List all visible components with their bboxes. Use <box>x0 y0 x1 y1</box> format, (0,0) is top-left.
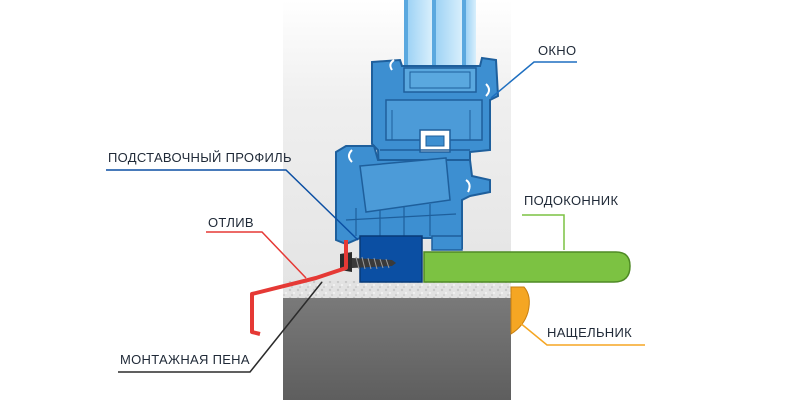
flashing-strip <box>510 286 530 335</box>
leader-foam <box>118 281 323 373</box>
mounting-foam-under-sill <box>420 281 511 287</box>
leader-flashing <box>518 321 645 346</box>
label-drip: ОТЛИВ <box>208 215 254 230</box>
glass-unit <box>404 0 476 70</box>
leader-support-profile <box>106 169 359 241</box>
window-sill-board <box>423 251 631 283</box>
label-sill: ПОДОКОННИК <box>524 193 619 208</box>
wall-block <box>283 296 511 400</box>
leader-sill <box>522 214 565 250</box>
label-window: ОКНО <box>538 43 577 58</box>
label-flashing: НАЩЕЛЬНИК <box>547 325 632 340</box>
leader-window <box>490 61 577 99</box>
leader-drip <box>206 231 307 279</box>
exterior-drip <box>250 240 348 336</box>
label-foam: МОНТАЖНАЯ ПЕНА <box>120 352 250 367</box>
label-support-profile: ПОДСТАВОЧНЫЙ ПРОФИЛЬ <box>108 150 292 165</box>
window-frame-profile <box>335 145 491 251</box>
